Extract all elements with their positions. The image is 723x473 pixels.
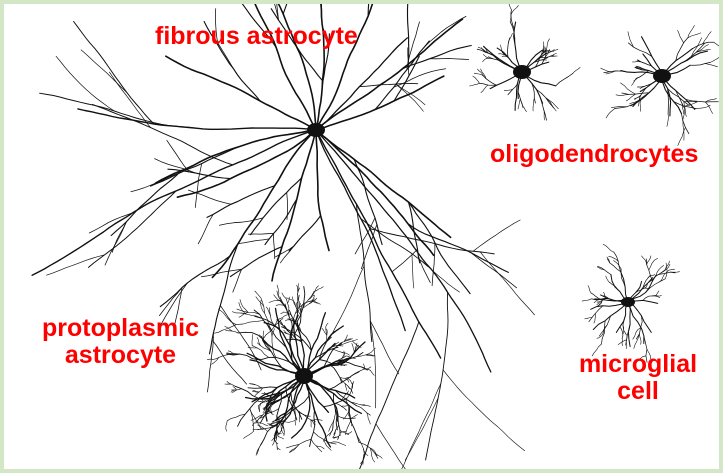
microglial-cell-drawing: [582, 244, 680, 363]
oligodendrocyte-drawing-left: [470, 4, 581, 120]
oligodendrocyte-drawing-right: [601, 26, 719, 146]
fibrous-astrocyte-drawing: [32, 4, 534, 469]
microglial-cell-label: microglial cell: [567, 351, 709, 405]
protoplasmic-astrocyte-drawing: [207, 284, 382, 465]
fibrous-astrocyte-label: fibrous astrocyte: [155, 23, 358, 50]
oligodendrocytes-label: oligodendrocytes: [490, 141, 698, 168]
protoplasmic-astrocyte-label: protoplasmic astrocyte: [42, 315, 199, 369]
